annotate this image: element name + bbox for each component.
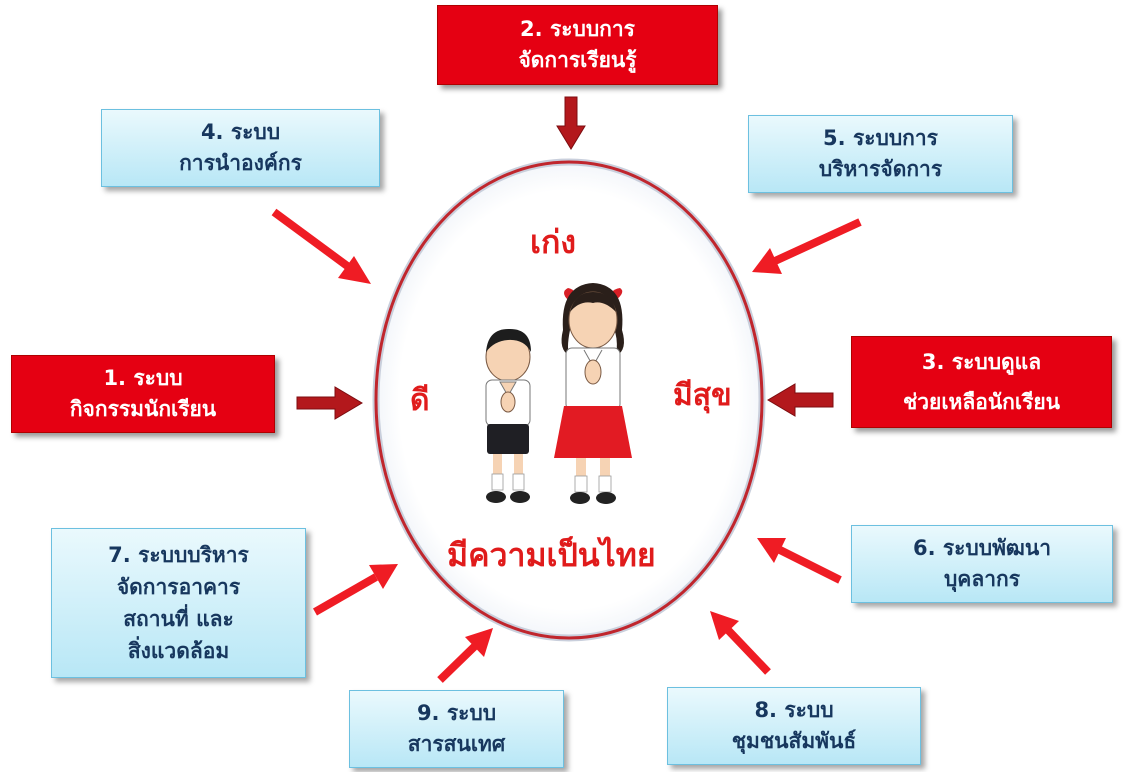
arrow-lower-left [313,564,398,616]
box-9-line-2: สารสนเทศ [407,732,506,756]
word-left: ดี [410,383,430,418]
box-1-line-2: กิจกรรมนักเรียน [69,397,217,421]
box-2-line-2: จัดการเรียนรู้ [518,48,637,72]
box-7-line-2: จัดการอาคาร [116,575,241,599]
girl-figure [554,283,632,504]
word-right: มีสุข [673,378,732,413]
box-system-7: 7. ระบบบริหาร จัดการอาคาร สถานที่ และ สิ… [51,528,306,678]
children-illustration [485,283,632,504]
box-system-5: 5. ระบบการ บริหารจัดการ [748,115,1013,193]
box-7-line-4: สิ่งแวดล้อม [127,639,230,663]
box-system-9: 9. ระบบ สารสนเทศ [349,690,564,768]
box-7-line-3: สถานที่ และ [123,607,234,631]
box-5-line-2: บริหารจัดการ [818,157,943,181]
box-system-6: 6. ระบบพัฒนา บุคลากร [851,525,1113,603]
arrow-upper-left [271,208,371,284]
box-3-line-1: 3. ระบบดูแล [921,350,1042,374]
box-7-line-1: 7. ระบบบริหาร [108,543,249,567]
box-6-line-1: 6. ระบบพัฒนา [912,536,1052,560]
box-4-line-1: 4. ระบบ [200,120,281,144]
boy-figure [485,328,531,503]
box-4-line-2: การนำองค์กร [179,151,302,175]
center-oval-rim [374,160,764,640]
word-top: เก่ง [530,223,576,261]
box-5-line-1: 5. ระบบการ [823,126,938,150]
box-1-line-1: 1. ระบบ [103,366,183,390]
box-system-2: 2. ระบบการ จัดการเรียนรู้ [437,5,718,85]
arrow-bottom-left [437,628,493,683]
box-system-8: 8. ระบบ ชุมชนสัมพันธ์ [667,687,921,765]
arrow-lower-right [757,538,842,584]
box-3-line-2: ช่วยเหลือนักเรียน [902,390,1061,414]
arrow-top [556,96,586,150]
word-bottom: มีความเป็นไทย [447,536,656,574]
box-6-line-2: บุคลากร [943,567,1021,591]
arrow-left [296,386,363,420]
box-system-4: 4. ระบบ การนำองค์กร [101,109,380,187]
box-system-3: 3. ระบบดูแล ช่วยเหลือนักเรียน [851,336,1112,428]
box-system-1: 1. ระบบ กิจกรรมนักเรียน [11,355,275,433]
box-8-line-2: ชุมชนสัมพันธ์ [731,729,857,753]
arrow-upper-right [752,218,862,274]
box-2-line-1: 2. ระบบการ [520,17,635,41]
arrow-right [767,383,834,417]
arrow-bottom-right [710,611,771,675]
box-9-line-1: 9. ระบบ [416,701,497,725]
box-8-line-1: 8. ระบบ [754,698,834,722]
